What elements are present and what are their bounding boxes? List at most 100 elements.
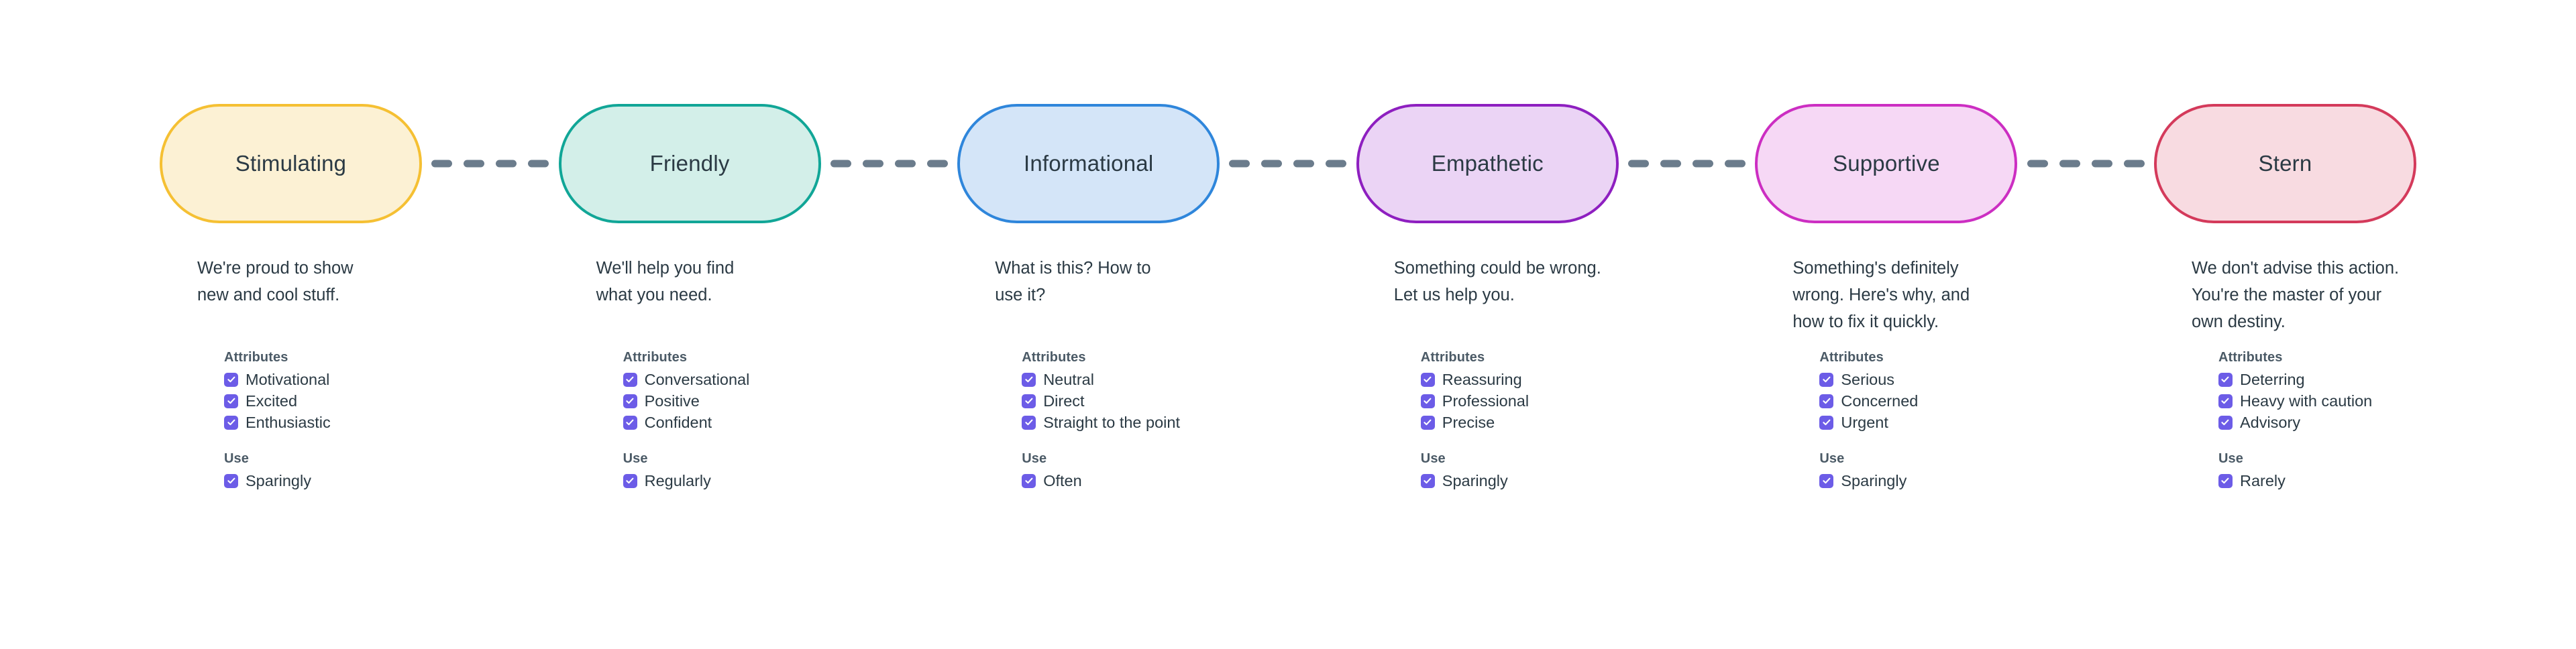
checkbox-item[interactable]: Direct <box>1022 392 1220 410</box>
checkmark-icon[interactable] <box>1420 372 1435 387</box>
checkbox-item[interactable]: Rarely <box>2218 472 2416 489</box>
use-label: Use <box>1420 451 1446 466</box>
dash-segment <box>1229 160 1250 168</box>
checkmark-icon[interactable] <box>1420 394 1435 408</box>
checkbox-item[interactable]: Heavy with caution <box>2218 392 2416 410</box>
checkbox-item[interactable]: Precise <box>1420 414 1619 431</box>
checkmark-icon[interactable] <box>1420 415 1435 430</box>
dash-segment <box>1693 160 1714 168</box>
checkmark-icon[interactable] <box>1819 372 1834 387</box>
tone-description: We're proud to show new and cool stuff. <box>197 259 354 304</box>
checkmark-icon[interactable] <box>224 372 238 387</box>
checkbox-item[interactable]: Sparingly <box>1819 472 2017 489</box>
tone-pill-label: Informational <box>1024 151 1154 176</box>
dash-segment <box>1660 160 1682 168</box>
checkmark-icon[interactable] <box>1819 473 1834 488</box>
checkbox-label: Urgent <box>1841 414 1888 431</box>
tone-pill-shape[interactable]: Supportive <box>1755 104 2018 223</box>
checkbox-label: Concerned <box>1841 392 1919 410</box>
checkbox-label: Positive <box>644 392 700 410</box>
tone-pill-informational[interactable]: Informational <box>957 104 1220 223</box>
checkmark-icon[interactable] <box>2218 394 2233 408</box>
tone-pill-label: Stimulating <box>235 151 347 176</box>
checkbox-label: Conversational <box>644 371 750 388</box>
checkbox-item[interactable]: Positive <box>623 392 821 410</box>
tone-pill-shape[interactable]: Informational <box>957 104 1220 223</box>
dash-segment <box>862 160 883 168</box>
tone-detail-empathetic: Something could be wrong. Let us help yo… <box>1356 255 1619 493</box>
checkmark-icon[interactable] <box>2218 372 2233 387</box>
checkbox-label: Straight to the point <box>1043 414 1180 431</box>
checkbox-item[interactable]: Sparingly <box>1420 472 1619 489</box>
checkbox-item[interactable]: Straight to the point <box>1022 414 1220 431</box>
checkbox-item[interactable]: Conversational <box>623 371 821 388</box>
checkmark-icon[interactable] <box>623 372 637 387</box>
column-spacer <box>422 255 559 493</box>
dash-segment <box>496 160 517 168</box>
tone-pill-label: Supportive <box>1832 151 1940 176</box>
checkbox-label: Serious <box>1841 371 1895 388</box>
tone-pill-shape[interactable]: Stimulating <box>160 104 422 223</box>
tone-pill-shape[interactable]: Empathetic <box>1356 104 1619 223</box>
checkbox-label: Precise <box>1442 414 1495 431</box>
checkbox-item[interactable]: Serious <box>1819 371 2017 388</box>
checkbox-item[interactable]: Urgent <box>1819 414 2017 431</box>
column-spacer <box>821 255 958 493</box>
checkbox-item[interactable]: Confident <box>623 414 821 431</box>
dashed-line-icon <box>422 104 559 223</box>
tone-detail-stern: We don't advise this action. You're the … <box>2154 255 2416 493</box>
checkbox-item[interactable]: Excited <box>224 392 422 410</box>
tone-detail-supportive: Something's definitely wrong. Here's why… <box>1755 255 2017 493</box>
checkmark-icon[interactable] <box>623 415 637 430</box>
tone-detail-friendly: We'll help you find what you need.Attrib… <box>559 255 821 493</box>
checkmark-icon[interactable] <box>1420 473 1435 488</box>
checkmark-icon[interactable] <box>224 394 238 408</box>
checkbox-item[interactable]: Concerned <box>1819 392 2017 410</box>
checkmark-icon[interactable] <box>1022 415 1036 430</box>
dash-segment <box>1293 160 1315 168</box>
dash-segment <box>2123 160 2145 168</box>
dash-segment <box>1628 160 1650 168</box>
checkbox-item[interactable]: Sparingly <box>224 472 422 489</box>
tone-pill-shape[interactable]: Stern <box>2153 104 2416 223</box>
checkmark-icon[interactable] <box>224 415 238 430</box>
dash-segment <box>2059 160 2080 168</box>
tone-pill-empathetic[interactable]: Empathetic <box>1356 104 1619 223</box>
checkbox-item[interactable]: Advisory <box>2218 414 2416 431</box>
checkbox-label: Motivational <box>246 371 330 388</box>
tone-pill-stern[interactable]: Stern <box>2153 104 2416 223</box>
checkmark-icon[interactable] <box>1022 473 1036 488</box>
checkmark-icon[interactable] <box>1022 372 1036 387</box>
checkmark-icon[interactable] <box>623 394 637 408</box>
checkbox-item[interactable]: Professional <box>1420 392 1619 410</box>
checkbox-item[interactable]: Enthusiastic <box>224 414 422 431</box>
checkbox-item[interactable]: Neutral <box>1022 371 1220 388</box>
checkmark-icon[interactable] <box>2218 415 2233 430</box>
checkbox-item[interactable]: Motivational <box>224 371 422 388</box>
checkmark-icon[interactable] <box>224 473 238 488</box>
checkmark-icon[interactable] <box>623 473 637 488</box>
tone-pill-supportive[interactable]: Supportive <box>1755 104 2018 223</box>
checkbox-label: Sparingly <box>1841 472 1907 489</box>
checkbox-item[interactable]: Reassuring <box>1420 371 1619 388</box>
tone-pill-shape[interactable]: Friendly <box>558 104 821 223</box>
attributes-label: Attributes <box>224 350 288 365</box>
checkmark-icon[interactable] <box>1022 394 1036 408</box>
checkmark-icon[interactable] <box>2218 473 2233 488</box>
checkbox-item[interactable]: Often <box>1022 472 1220 489</box>
tone-description: Something's definitely wrong. Here's why… <box>1792 259 1970 331</box>
dash-segment <box>528 160 549 168</box>
checkbox-item[interactable]: Regularly <box>623 472 821 489</box>
checkmark-icon[interactable] <box>1819 415 1834 430</box>
checkmark-icon[interactable] <box>1819 394 1834 408</box>
tone-pill-stimulating[interactable]: Stimulating <box>160 104 422 223</box>
tone-pill-friendly[interactable]: Friendly <box>558 104 821 223</box>
checkbox-item[interactable]: Deterring <box>2218 371 2416 388</box>
attributes-label: Attributes <box>1819 350 1884 365</box>
